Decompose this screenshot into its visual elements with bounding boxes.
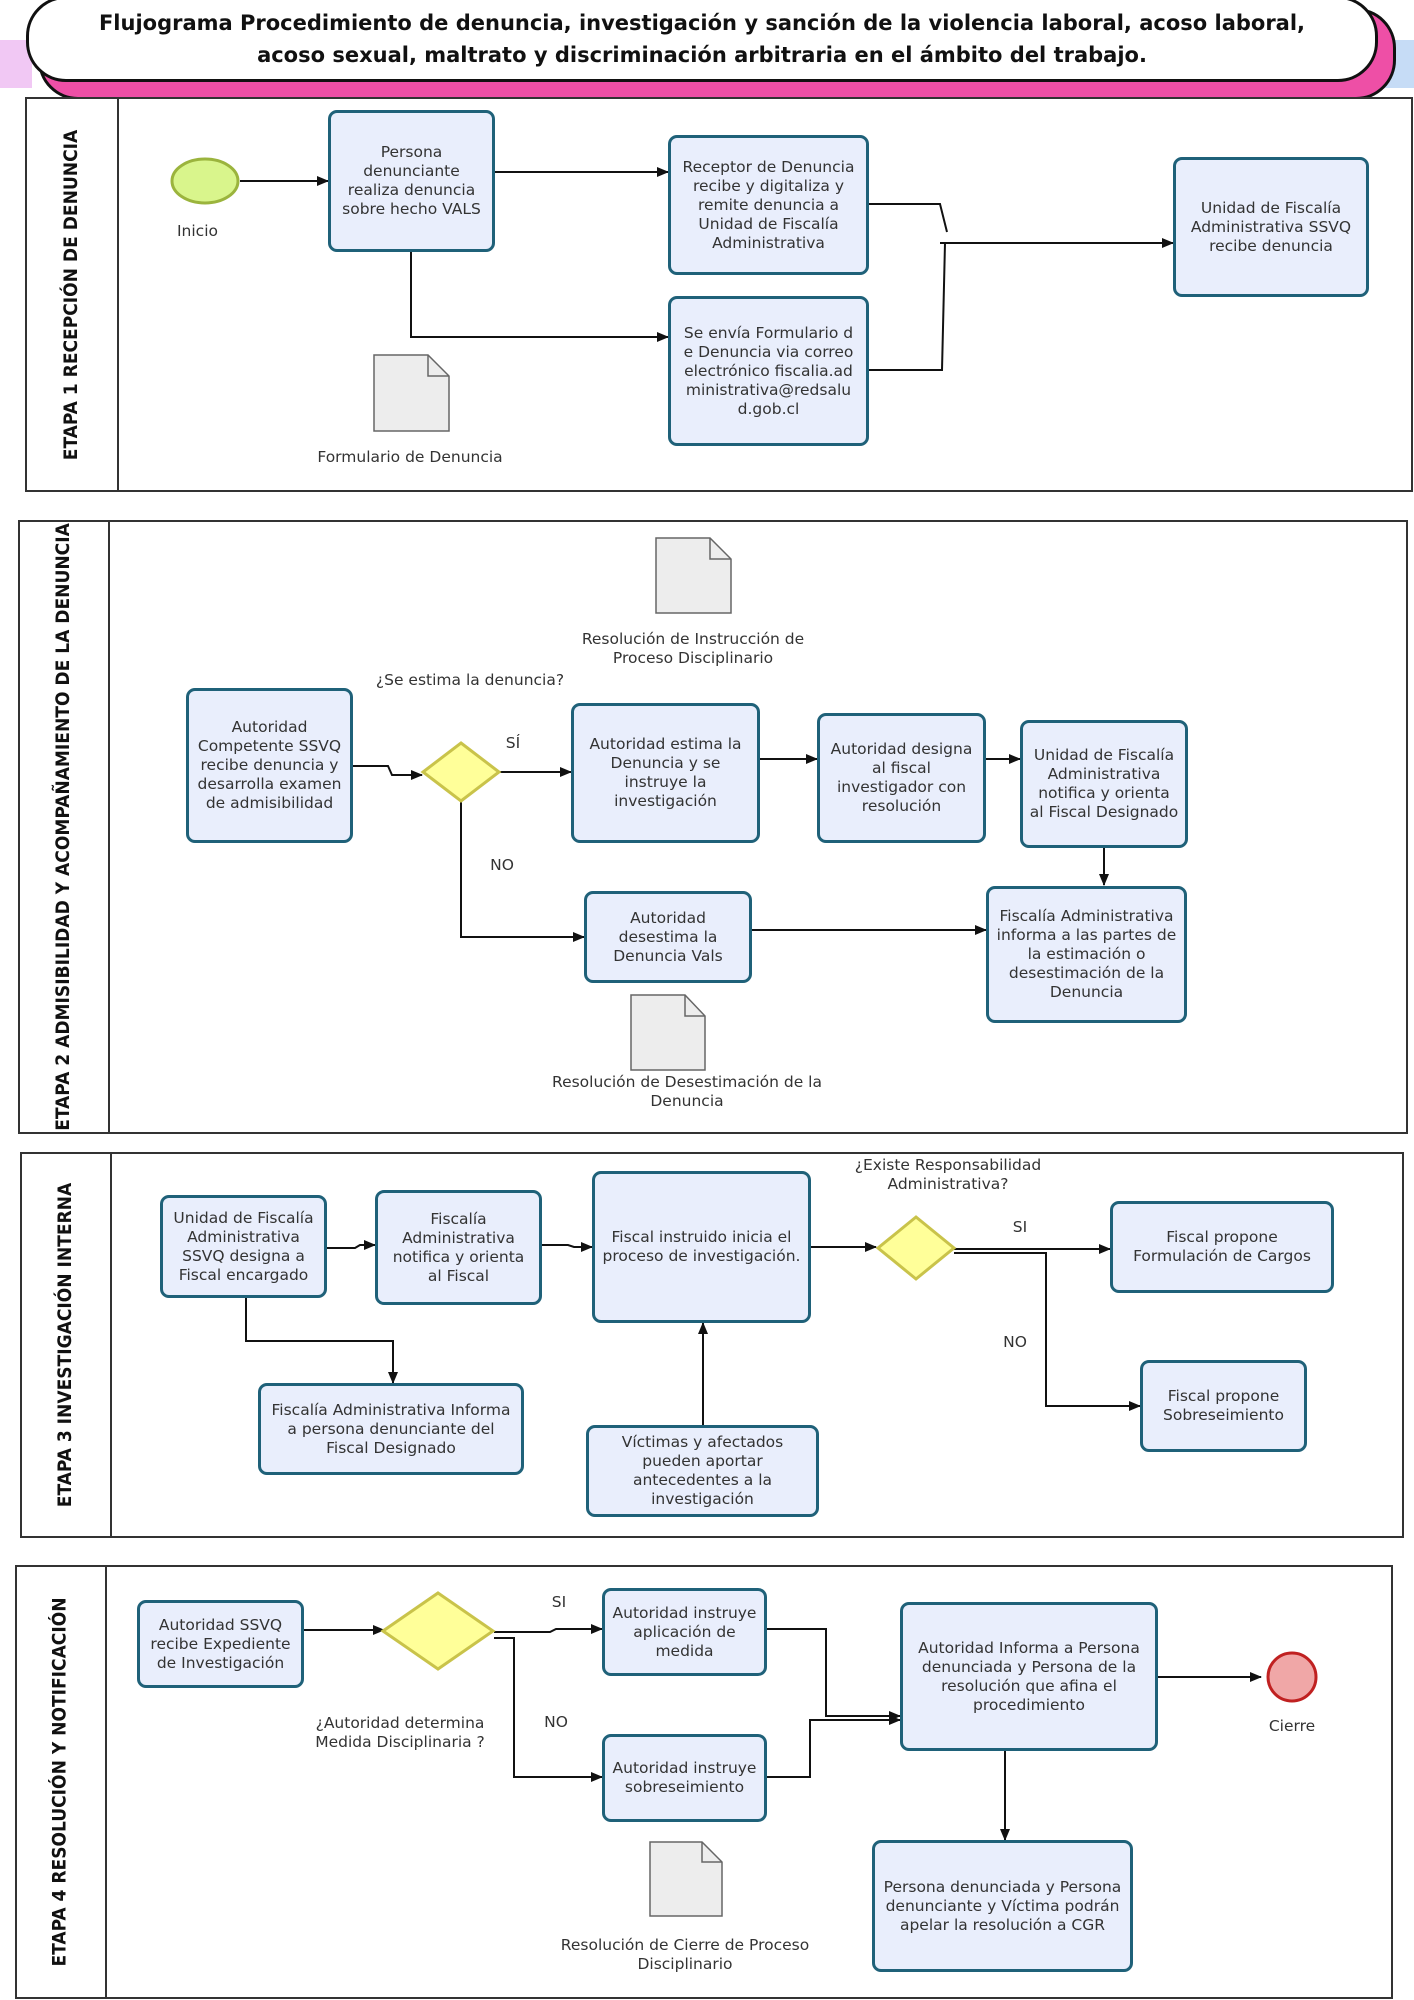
arrow-s3b2-to-s3b3 bbox=[542, 1242, 593, 1252]
s2-doc-bottom-label: Resolución de Desestimación de la Denunc… bbox=[552, 1073, 822, 1110]
s4-recibe-expediente-box: Autoridad SSVQ recibe Expediente de Inve… bbox=[137, 1600, 304, 1688]
s1-document-label: Formulario de Denuncia bbox=[317, 448, 503, 466]
arrow-diamond-to-s2b5 bbox=[460, 801, 585, 942]
s4-autoridad-informa-box: Autoridad Informa a Persona denunciada y… bbox=[900, 1602, 1158, 1751]
s2-informa-partes-box: Fiscalía Administrativa informa a las pa… bbox=[986, 886, 1187, 1023]
s2-no-label: NO bbox=[490, 856, 514, 874]
s2-question: ¿Se estima la denuncia? bbox=[375, 671, 565, 689]
arrow-diamond-to-s4b3 bbox=[494, 1637, 603, 1782]
s2-estima-box: Autoridad estima la Denuncia y se instru… bbox=[571, 703, 760, 843]
s2-doc-top-label: Resolución de Instrucción de Proceso Dis… bbox=[581, 630, 805, 667]
s4-yes-label: SI bbox=[551, 1593, 567, 1611]
stage-3-decision-diamond bbox=[875, 1215, 957, 1281]
diagram-title: Flujograma Procedimiento de denuncia, in… bbox=[26, 0, 1378, 82]
arrow-b2-to-b4 bbox=[869, 203, 948, 233]
document-icon bbox=[655, 537, 732, 614]
end-label: Cierre bbox=[1268, 1717, 1316, 1735]
s4-aplicacion-medida-box: Autoridad instruye aplicación de medida bbox=[602, 1588, 767, 1676]
s4-no-label: NO bbox=[544, 1713, 568, 1731]
arrow-s3b1-to-s3b6 bbox=[245, 1298, 398, 1384]
arrow-s2b1-to-diamond bbox=[353, 765, 423, 780]
stage-4-label: ETAPA 4 RESOLUCIÓN Y NOTIFICACIÓN bbox=[15, 1565, 107, 1999]
stage-2-decision-diamond bbox=[420, 741, 502, 803]
s2-admisibilidad-box: Autoridad Competente SSVQ recibe denunci… bbox=[186, 688, 353, 843]
arrow-s4b3-to-s4b4 bbox=[767, 1715, 901, 1778]
s1-denuncia-box: Persona denunciante realiza denuncia sob… bbox=[328, 110, 495, 252]
arrow-s3b1-to-s3b2 bbox=[327, 1240, 376, 1250]
stage-3-label: ETAPA 3 INVESTIGACIÓN INTERNA bbox=[20, 1152, 112, 1538]
stage-4-decision-diamond bbox=[380, 1591, 496, 1671]
arrow-s4b2-to-s4b4 bbox=[767, 1628, 901, 1721]
s2-designa-fiscal-box: Autoridad designa al fiscal investigador… bbox=[817, 713, 986, 843]
s3-sobreseimiento-box: Fiscal propone Sobreseimiento bbox=[1140, 1360, 1307, 1452]
s3-inicia-investigacion-box: Fiscal instruido inicia el proceso de in… bbox=[592, 1171, 811, 1323]
s4-doc-label: Resolución de Cierre de Proceso Discipli… bbox=[560, 1936, 810, 1973]
document-icon bbox=[373, 354, 450, 432]
s2-unidad-notifica-box: Unidad de Fiscalía Administrativa notifi… bbox=[1020, 720, 1188, 848]
start-label: Inicio bbox=[176, 222, 218, 240]
stage-2-label: ETAPA 2 ADMISIBILIDAD Y ACOMPAÑAMIENTO D… bbox=[18, 520, 110, 1134]
s3-yes-label: SI bbox=[1012, 1218, 1028, 1236]
end-event bbox=[1266, 1651, 1318, 1703]
arrow-b3-to-b4 bbox=[869, 242, 946, 371]
start-event bbox=[170, 157, 240, 205]
s3-no-label: NO bbox=[1003, 1333, 1027, 1351]
arrow-b1-to-b3 bbox=[410, 250, 669, 342]
s3-designa-fiscal-box: Unidad de Fiscalía Administrativa SSVQ d… bbox=[160, 1195, 327, 1298]
s1-receptor-box: Receptor de Denuncia recibe y digitaliza… bbox=[668, 135, 869, 275]
document-icon bbox=[649, 1841, 723, 1917]
s3-notifica-fiscal-box: Fiscalía Administrativa notifica y orien… bbox=[375, 1190, 542, 1305]
s3-formulacion-cargos-box: Fiscal propone Formulación de Cargos bbox=[1110, 1201, 1334, 1293]
s4-instruye-sobreseimiento-box: Autoridad instruye sobreseimiento bbox=[602, 1734, 767, 1822]
s3-informa-denunciante-box: Fiscalía Administrativa Informa a person… bbox=[258, 1383, 524, 1475]
arrow-diamond-to-s3b5 bbox=[954, 1252, 1141, 1411]
s1-fiscalia-recibe-box: Unidad de Fiscalía Administrativa SSVQ r… bbox=[1173, 157, 1369, 297]
document-icon bbox=[630, 994, 706, 1071]
s4-apelar-cgr-box: Persona denunciada y Persona denunciante… bbox=[872, 1840, 1133, 1972]
s1-formulario-email-box: Se envía Formulario de Denuncia via corr… bbox=[668, 296, 869, 446]
s4-question: ¿Autoridad determina Medida Disciplinari… bbox=[315, 1714, 485, 1751]
s3-victimas-box: Víctimas y afectados pueden aportar ante… bbox=[586, 1425, 819, 1517]
arrow-diamond-to-s4b2 bbox=[494, 1624, 603, 1634]
s2-desestima-box: Autoridad desestima la Denuncia Vals bbox=[584, 891, 752, 983]
stage-1-label: ETAPA 1 RECEPCIÓN DE DENUNCIA bbox=[25, 97, 119, 492]
s2-yes-label: SÍ bbox=[505, 734, 521, 752]
s3-question: ¿Existe Responsabilidad Administrativa? bbox=[854, 1156, 1042, 1193]
